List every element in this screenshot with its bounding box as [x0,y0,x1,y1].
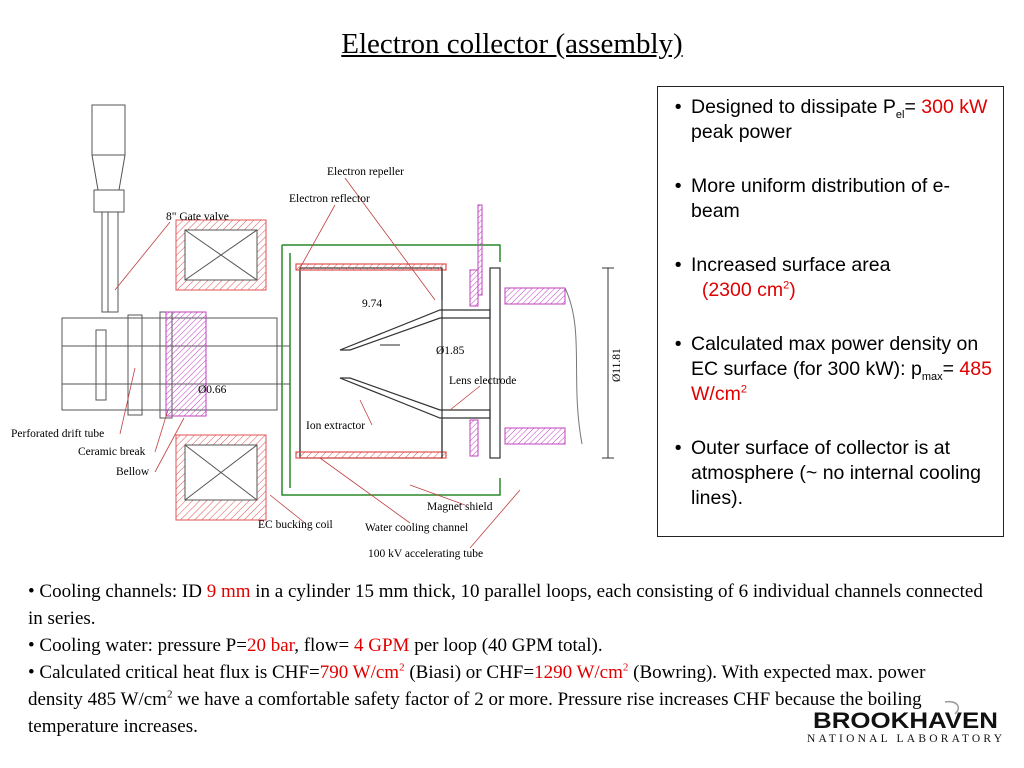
electron-repeller [477,204,483,296]
label-water-cooling-channel: Water cooling channel [365,522,468,534]
label-perforated-drift-tube: Perforated drift tube [11,428,104,440]
point-power-density: Calculated max power density on EC surfa… [687,332,995,407]
label-ion-extractor: Ion extractor [306,420,365,432]
pump-stack [91,104,126,313]
point-surface-area: Increased surface area (2300 cm2) [687,253,995,303]
ec-bucking-coil [175,219,267,521]
label-magnet-shield: Magnet shield [427,501,493,513]
label-electron-repeller: Electron repeller [327,166,404,178]
label-gate-valve: 8" Gate valve [166,211,229,223]
leader-lines [114,177,521,549]
cooling-notes: • Cooling channels: ID 9 mm in a cylinde… [28,578,983,740]
point-outer-surface: Outer surface of collector is at atmosph… [687,436,995,511]
note-cooling-water: • Cooling water: pressure P=20 bar, flow… [28,635,603,656]
label-dim-0-66: Ø0.66 [198,384,227,396]
label-dim-1-85: Ø1.85 [436,345,465,357]
label-ec-bucking-coil: EC bucking coil [258,519,333,531]
output-flanges [469,269,583,457]
point-distribution: More uniform distribution of e-beam [687,174,995,224]
slide-title: Electron collector (assembly) [341,28,683,60]
label-dim-11-81: Ø11.81 [611,348,623,382]
label-bellow: Bellow [116,466,150,478]
key-points-box: Designed to dissipate Pel= 300 kW peak p… [657,86,1004,537]
label-dim-9-74: 9.74 [362,298,382,310]
dimension-11-81 [602,267,614,459]
label-electron-reflector: Electron reflector [289,193,370,205]
brookhaven-logo: BROOKHAVEN NATIONAL LABORATORY [807,700,1003,745]
label-lens-electrode: Lens electrode [449,375,516,387]
collector-body [295,263,501,459]
logo-name: BROOKHAVEN [813,708,998,733]
ceramic-break [165,311,207,417]
magnet-shield [281,244,501,496]
collector-assembly-diagram: Electron repeller Electron reflector 8" … [11,104,623,560]
logo-subtitle: NATIONAL LABORATORY [807,733,1003,745]
lens-electrode [339,309,491,419]
point-dissipation: Designed to dissipate Pel= 300 kW peak p… [687,95,995,145]
label-accelerating-tube: 100 kV accelerating tube [368,548,483,560]
key-points-list: Designed to dissipate Pel= 300 kW peak p… [658,87,1003,511]
note-critical-heat-flux: • Calculated critical heat flux is CHF=7… [28,661,926,737]
label-ceramic-break: Ceramic break [78,446,146,458]
note-cooling-channels: • Cooling channels: ID 9 mm in a cylinde… [28,581,983,629]
